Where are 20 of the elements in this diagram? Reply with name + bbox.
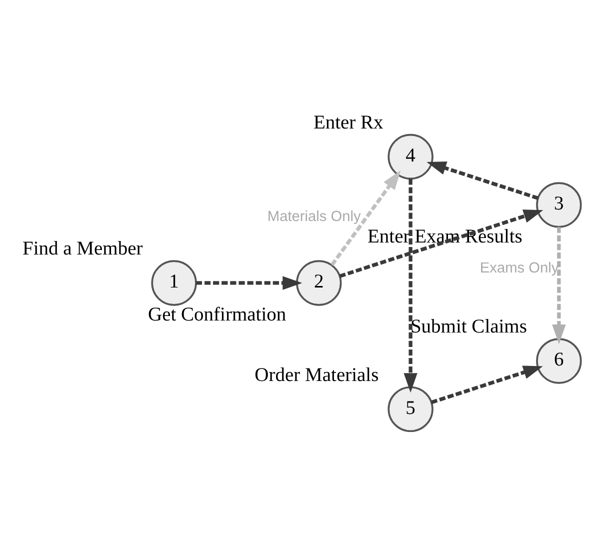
node-circle: 5 <box>388 386 434 432</box>
node-circle: 3 <box>536 182 582 228</box>
arrow <box>404 178 418 392</box>
arrow <box>426 161 539 200</box>
node-circle: 6 <box>536 338 582 384</box>
node-circle: 1 <box>151 260 197 306</box>
node-label: Enter Rx <box>313 112 384 133</box>
arrow <box>196 276 302 290</box>
edge-label: Exams Only <box>480 260 559 276</box>
arrow <box>330 170 401 266</box>
arrow <box>430 365 543 404</box>
node-label: Find a Member <box>22 238 143 260</box>
edge-label: Materials Only <box>267 208 361 224</box>
arrow <box>339 209 544 278</box>
arrow <box>552 226 566 344</box>
node-label: Get Confirmation <box>148 304 286 326</box>
node-circle: 2 <box>296 260 342 306</box>
node-label: Submit Claims <box>410 316 527 338</box>
node-circle: 4 <box>388 133 434 180</box>
node-label: Order Materials <box>254 364 379 386</box>
